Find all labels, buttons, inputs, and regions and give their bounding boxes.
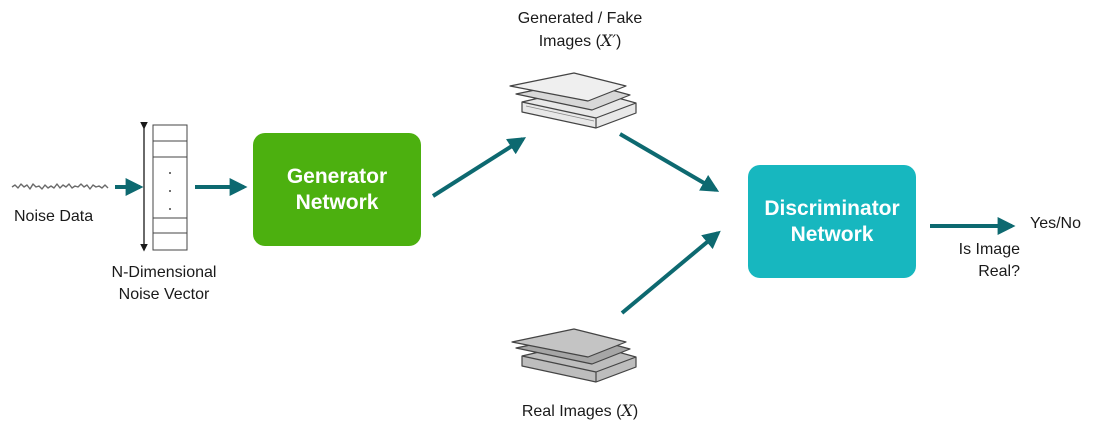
real-images-stack-icon	[511, 328, 637, 383]
noise-vector	[140, 121, 188, 252]
fake-images-label-text: Images (	[538, 33, 601, 50]
generator-label-line2: Network	[295, 190, 379, 214]
generator-to-fake-arrow	[431, 137, 527, 198]
noise-vector-label-line1: N-Dimensional	[111, 264, 217, 281]
fake-images-label: Generated / Fake Images (X′)	[490, 8, 670, 53]
fake-images-math: X′	[600, 31, 616, 50]
is-image-real-line2: Real?	[978, 263, 1020, 280]
real-images-label-text: Real Images (	[521, 403, 622, 420]
discriminator-label-line2: Network	[790, 222, 874, 246]
noise-data-label: Noise Data	[14, 208, 94, 225]
fake-images-close: )	[615, 33, 622, 50]
discriminator-label-line1: Discriminator	[764, 196, 900, 220]
noise-waveform-icon	[11, 183, 109, 190]
real-images-label: Real Images (X)	[490, 400, 670, 423]
real-to-discriminator-arrow	[620, 230, 721, 315]
generator-network-node: Generator Network	[253, 133, 421, 246]
fake-images-label-line1: Generated / Fake	[517, 10, 643, 27]
is-image-real-label: Is Image Real?	[930, 239, 1020, 283]
fake-to-discriminator-arrow	[618, 132, 720, 192]
real-images-math: X	[621, 401, 633, 420]
discriminator-network-node: Discriminator Network	[748, 165, 916, 278]
fake-images-label-line2: Images (X′)	[490, 30, 670, 53]
is-image-real-line1: Is Image	[958, 241, 1020, 258]
noise-vector-label-line2: Noise Vector	[118, 286, 210, 303]
noise-vector-label: N-Dimensional Noise Vector	[84, 262, 244, 306]
fake-images-stack-icon	[509, 72, 637, 129]
real-images-close: )	[632, 403, 639, 420]
generator-label-line1: Generator	[286, 164, 388, 188]
output-label: Yes/No	[1030, 215, 1081, 232]
